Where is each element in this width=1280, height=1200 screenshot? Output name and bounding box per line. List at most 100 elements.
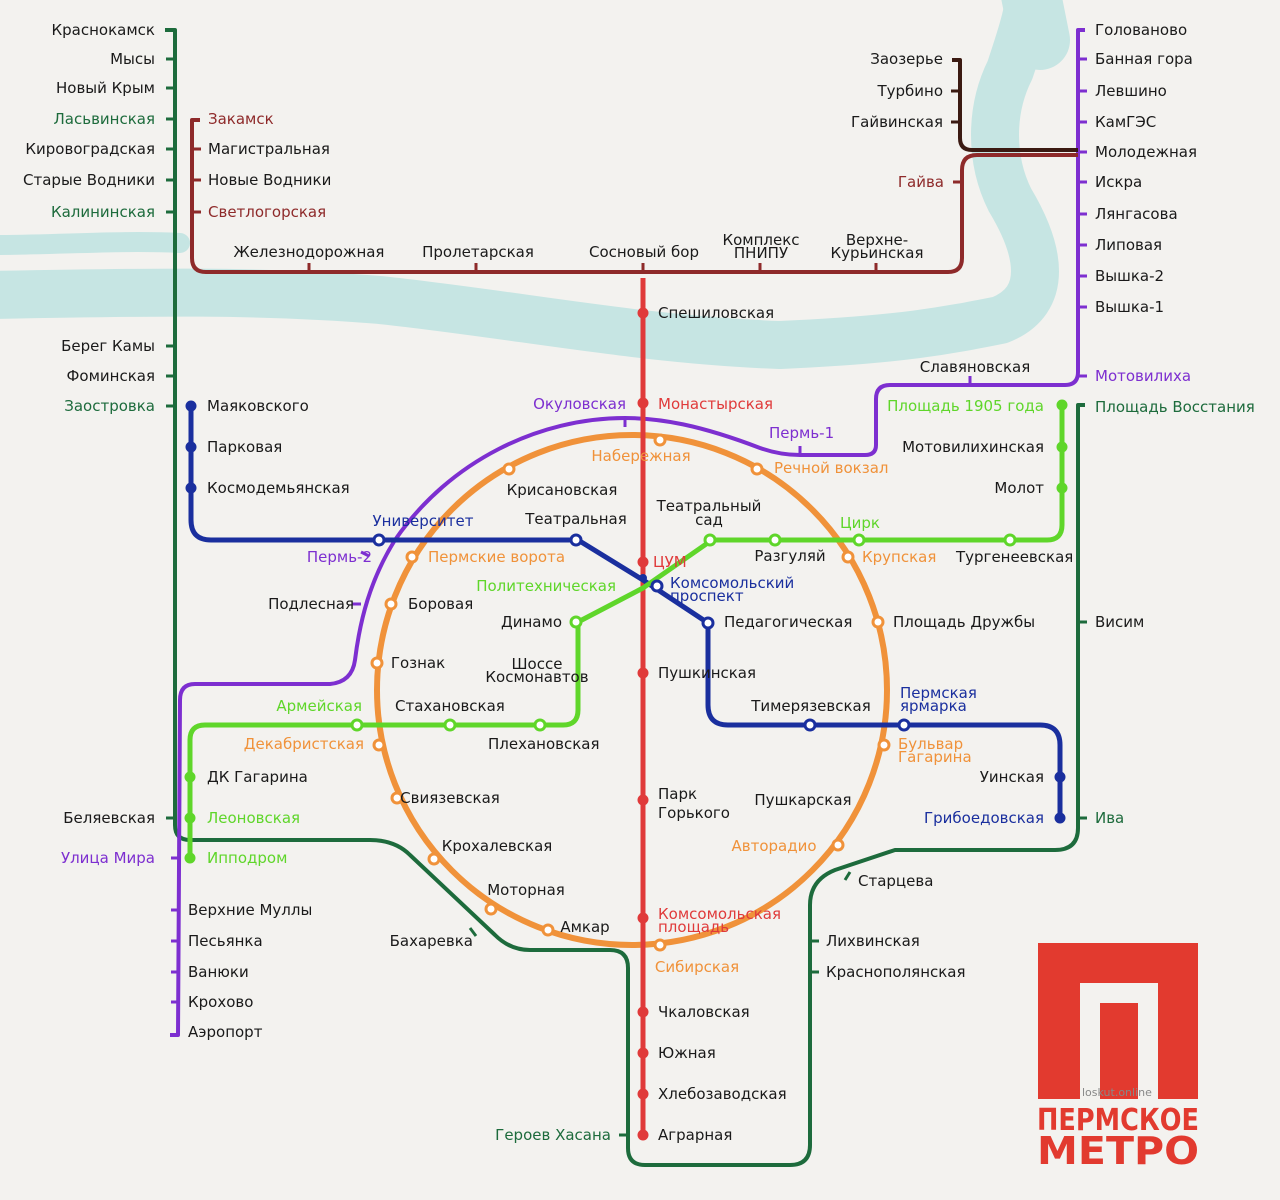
station-label: Южная <box>658 1044 716 1062</box>
station-label: Парк <box>658 785 697 803</box>
station-label: Грибоедовская <box>924 809 1044 827</box>
station-label: Университет <box>373 512 474 530</box>
station-label: Левшино <box>1095 82 1167 100</box>
station-dots <box>184 307 1068 1141</box>
station-label: КамГЭС <box>1095 113 1156 131</box>
station-label: Заостровка <box>64 397 155 415</box>
station-label: Липовая <box>1095 236 1162 254</box>
station-label: Висим <box>1095 613 1144 631</box>
station-label: Леоновская <box>207 809 300 827</box>
station-label: Краснополянская <box>826 963 966 981</box>
station-label: Площадь Дружбы <box>893 613 1035 631</box>
station-label: Песьянка <box>188 932 263 950</box>
station-label: Калининская <box>51 203 155 221</box>
station-label: Площадь 1905 года <box>887 397 1044 415</box>
station-label: Тургенеевская <box>955 548 1073 566</box>
station-label: Новые Водники <box>208 171 331 189</box>
station-label: Ива <box>1095 809 1124 827</box>
station-label: Кировоградская <box>25 140 155 158</box>
station-label: Славяновская <box>920 358 1030 376</box>
station-label: Улица Мира <box>61 849 155 867</box>
station-label: Молодежная <box>1095 143 1197 161</box>
station-label: Комплекс <box>722 231 799 249</box>
logo-watermark: loskut.online <box>1082 1086 1152 1099</box>
station-label: Театральный <box>656 497 762 515</box>
station-label: Новый Крым <box>56 79 155 97</box>
station-label: Пермская <box>900 684 977 702</box>
logo-line1: ПЕРМСКОЕ <box>1037 1103 1199 1138</box>
station-label: Армейская <box>276 697 362 715</box>
station-label: Пермь-2 <box>307 548 372 566</box>
station-label: Мотовилиха <box>1095 367 1191 385</box>
station-label: Аэропорт <box>188 1023 263 1041</box>
station-label: проспект <box>670 587 744 605</box>
station-label: Пушкинская <box>658 664 756 682</box>
station-label: Декабристская <box>244 735 364 753</box>
river <box>0 0 1070 369</box>
station-label: Стахановская <box>395 697 505 715</box>
station-label: Гайвинская <box>851 113 943 131</box>
station-label: Фоминская <box>67 367 155 385</box>
interchange-hub <box>639 574 647 582</box>
station-label: Цирк <box>840 514 880 532</box>
station-label: Мысы <box>110 50 155 68</box>
station-label: ДК Гагарина <box>207 768 308 786</box>
station-label: Космодемьянская <box>207 479 350 497</box>
station-label: Курьинская <box>831 244 924 262</box>
station-label: Турбино <box>876 82 943 100</box>
station-label: Героев Хасана <box>495 1126 611 1144</box>
station-label: Пермские ворота <box>428 548 565 566</box>
station-label: Политехническая <box>476 577 616 595</box>
station-label: Мотовилихинская <box>902 438 1044 456</box>
station-label: Пушкарская <box>754 791 851 809</box>
station-label: ПНИПУ <box>734 244 788 262</box>
station-label: Монастырская <box>658 395 773 413</box>
station-label: Вышка-1 <box>1095 298 1164 316</box>
station-label: Верхне- <box>846 231 908 249</box>
green-dark-line <box>165 28 1085 1167</box>
station-label: Старые Водники <box>23 171 155 189</box>
station-label: Набережная <box>591 447 690 465</box>
station-label: Шоссе <box>512 655 563 673</box>
station-label: Подлесная <box>268 595 354 613</box>
station-label: Аграрная <box>658 1126 732 1144</box>
station-label: Чкаловская <box>658 1003 750 1021</box>
station-label: Моторная <box>487 881 565 899</box>
station-label: ЦУМ <box>653 553 687 571</box>
station-label: Беляевская <box>63 809 155 827</box>
station-label: Крупская <box>862 548 936 566</box>
station-label: площадь <box>658 918 729 936</box>
station-label: Комсомольская <box>658 905 781 923</box>
blue-line <box>188 405 1063 818</box>
station-label: сад <box>695 511 723 529</box>
station-label: Молот <box>994 479 1044 497</box>
station-label: Лянгасова <box>1095 205 1178 223</box>
station-label: Лихвинская <box>826 932 920 950</box>
station-label: ярмарка <box>900 697 967 715</box>
station-label: Верхние Муллы <box>188 901 312 919</box>
station-label: Банная гора <box>1095 50 1193 68</box>
station-label: Крохалевская <box>442 837 553 855</box>
station-label: Тимерязевская <box>750 697 871 715</box>
station-label: Сибирская <box>655 958 739 976</box>
station-label: Плехановская <box>488 735 600 753</box>
station-label: Крохово <box>188 993 253 1011</box>
station-label: Заозерье <box>870 50 943 68</box>
station-label: Пролетарская <box>422 243 534 261</box>
station-label: Ласьвинская <box>54 110 155 128</box>
station-label: Гайва <box>898 173 944 191</box>
station-label: Маяковского <box>207 397 309 415</box>
station-label: Бульвар <box>898 735 963 753</box>
logo-line2: МЕТРО <box>1037 1129 1199 1173</box>
station-label: Вышка-2 <box>1095 267 1164 285</box>
station-label: Спешиловская <box>658 304 774 322</box>
purple-line <box>170 28 1085 1037</box>
station-label: Ванюки <box>188 963 249 981</box>
station-label: Краснокамск <box>52 21 155 39</box>
station-label: Пермь-1 <box>769 424 834 442</box>
logo: loskut.online ПЕРМСКОЕ МЕТРО <box>1037 943 1199 1173</box>
station-label: Театральная <box>524 510 626 528</box>
station-label: Светлогорская <box>208 203 326 221</box>
station-label: Свиязевская <box>400 789 500 807</box>
